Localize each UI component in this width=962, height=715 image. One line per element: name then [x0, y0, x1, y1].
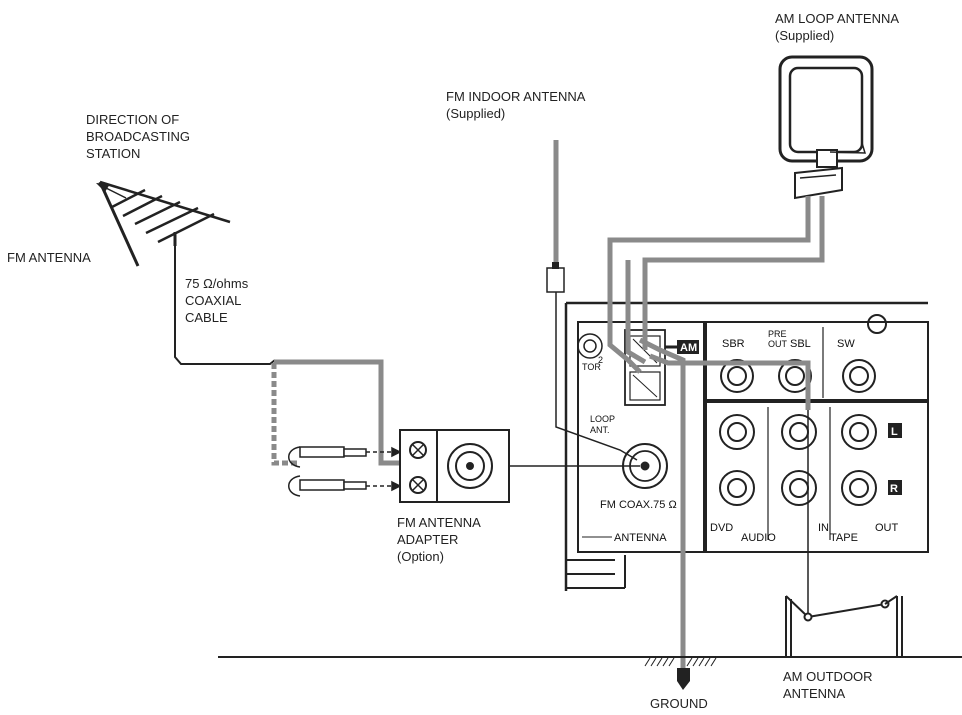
- coax-label-line2: COAXIAL: [185, 293, 241, 308]
- ground-lead-wire: [638, 337, 686, 668]
- loop-ant-label: ANT.: [590, 425, 610, 435]
- tuner-number: 2: [598, 355, 603, 365]
- fm-indoor-antenna-sub: (Supplied): [446, 106, 505, 121]
- adapter-label-line2: ADAPTER: [397, 532, 458, 547]
- coax-plug-connectors: [288, 446, 402, 497]
- fm-yagi-antenna-icon: [98, 180, 231, 267]
- receiver-rear-panel: [564, 301, 929, 591]
- fm-antenna-adapter: [399, 429, 510, 503]
- left-channel-badge: [888, 423, 902, 438]
- sw-label: SW: [837, 338, 855, 350]
- right-channel-badge: [888, 480, 902, 495]
- tuner-label: TOR: [582, 362, 601, 372]
- direction-arrow-icon: [96, 183, 127, 199]
- coax-label-line3: CABLE: [185, 310, 228, 325]
- dvd-label: DVD: [710, 522, 733, 534]
- adapter-label-line3: (Option): [397, 549, 444, 564]
- am-loop-antenna-title: AM LOOP ANTENNA: [775, 11, 899, 26]
- am-outdoor-antenna-icon: [785, 595, 903, 657]
- fm-indoor-antenna-title: FM INDOOR ANTENNA: [446, 89, 586, 104]
- in-label: IN: [818, 522, 829, 534]
- am-terminal-label: AM: [680, 342, 697, 354]
- out-label: OUT: [875, 522, 899, 534]
- direction-label-line3: STATION: [86, 146, 140, 161]
- direction-label-line1: DIRECTION OF: [86, 112, 179, 127]
- direction-label-line2: BROADCASTING: [86, 129, 190, 144]
- sbl-label: SBL: [790, 338, 811, 350]
- fm-coax-label: FM COAX.75 Ω: [600, 499, 677, 511]
- antenna-section-label: ANTENNA: [614, 532, 667, 544]
- pre-label: PRE: [768, 329, 787, 339]
- am-badge: [677, 340, 699, 354]
- fm-coaxial-cable: [174, 240, 276, 365]
- ground-hatch: [644, 657, 717, 667]
- adapter-label-line1: FM ANTENNA: [397, 515, 481, 530]
- am-loop-antenna-wire: [607, 196, 825, 374]
- fm-indoor-antenna-wire: [546, 140, 638, 461]
- ground-rod-icon: [677, 668, 690, 690]
- tape-label: TAPE: [830, 532, 858, 544]
- audio-label: AUDIO: [741, 532, 776, 544]
- am-outdoor-antenna-wire: [649, 353, 811, 410]
- coax-label-line1: 75 Ω/ohms: [185, 276, 249, 291]
- left-channel-label: L: [891, 426, 898, 438]
- loop-label: LOOP: [590, 414, 615, 424]
- sbr-label: SBR: [722, 338, 745, 350]
- am-loop-antenna-sub: (Supplied): [775, 28, 834, 43]
- am-outdoor-label-line1: AM OUTDOOR: [783, 669, 873, 684]
- pre-out-label: OUT: [768, 339, 788, 349]
- right-channel-label: R: [890, 483, 898, 495]
- ground-label: GROUND: [650, 696, 708, 711]
- fm-antenna-label: FM ANTENNA: [7, 250, 91, 265]
- am-outdoor-label-line2: ANTENNA: [783, 686, 845, 701]
- am-loop-antenna-icon: [778, 55, 874, 200]
